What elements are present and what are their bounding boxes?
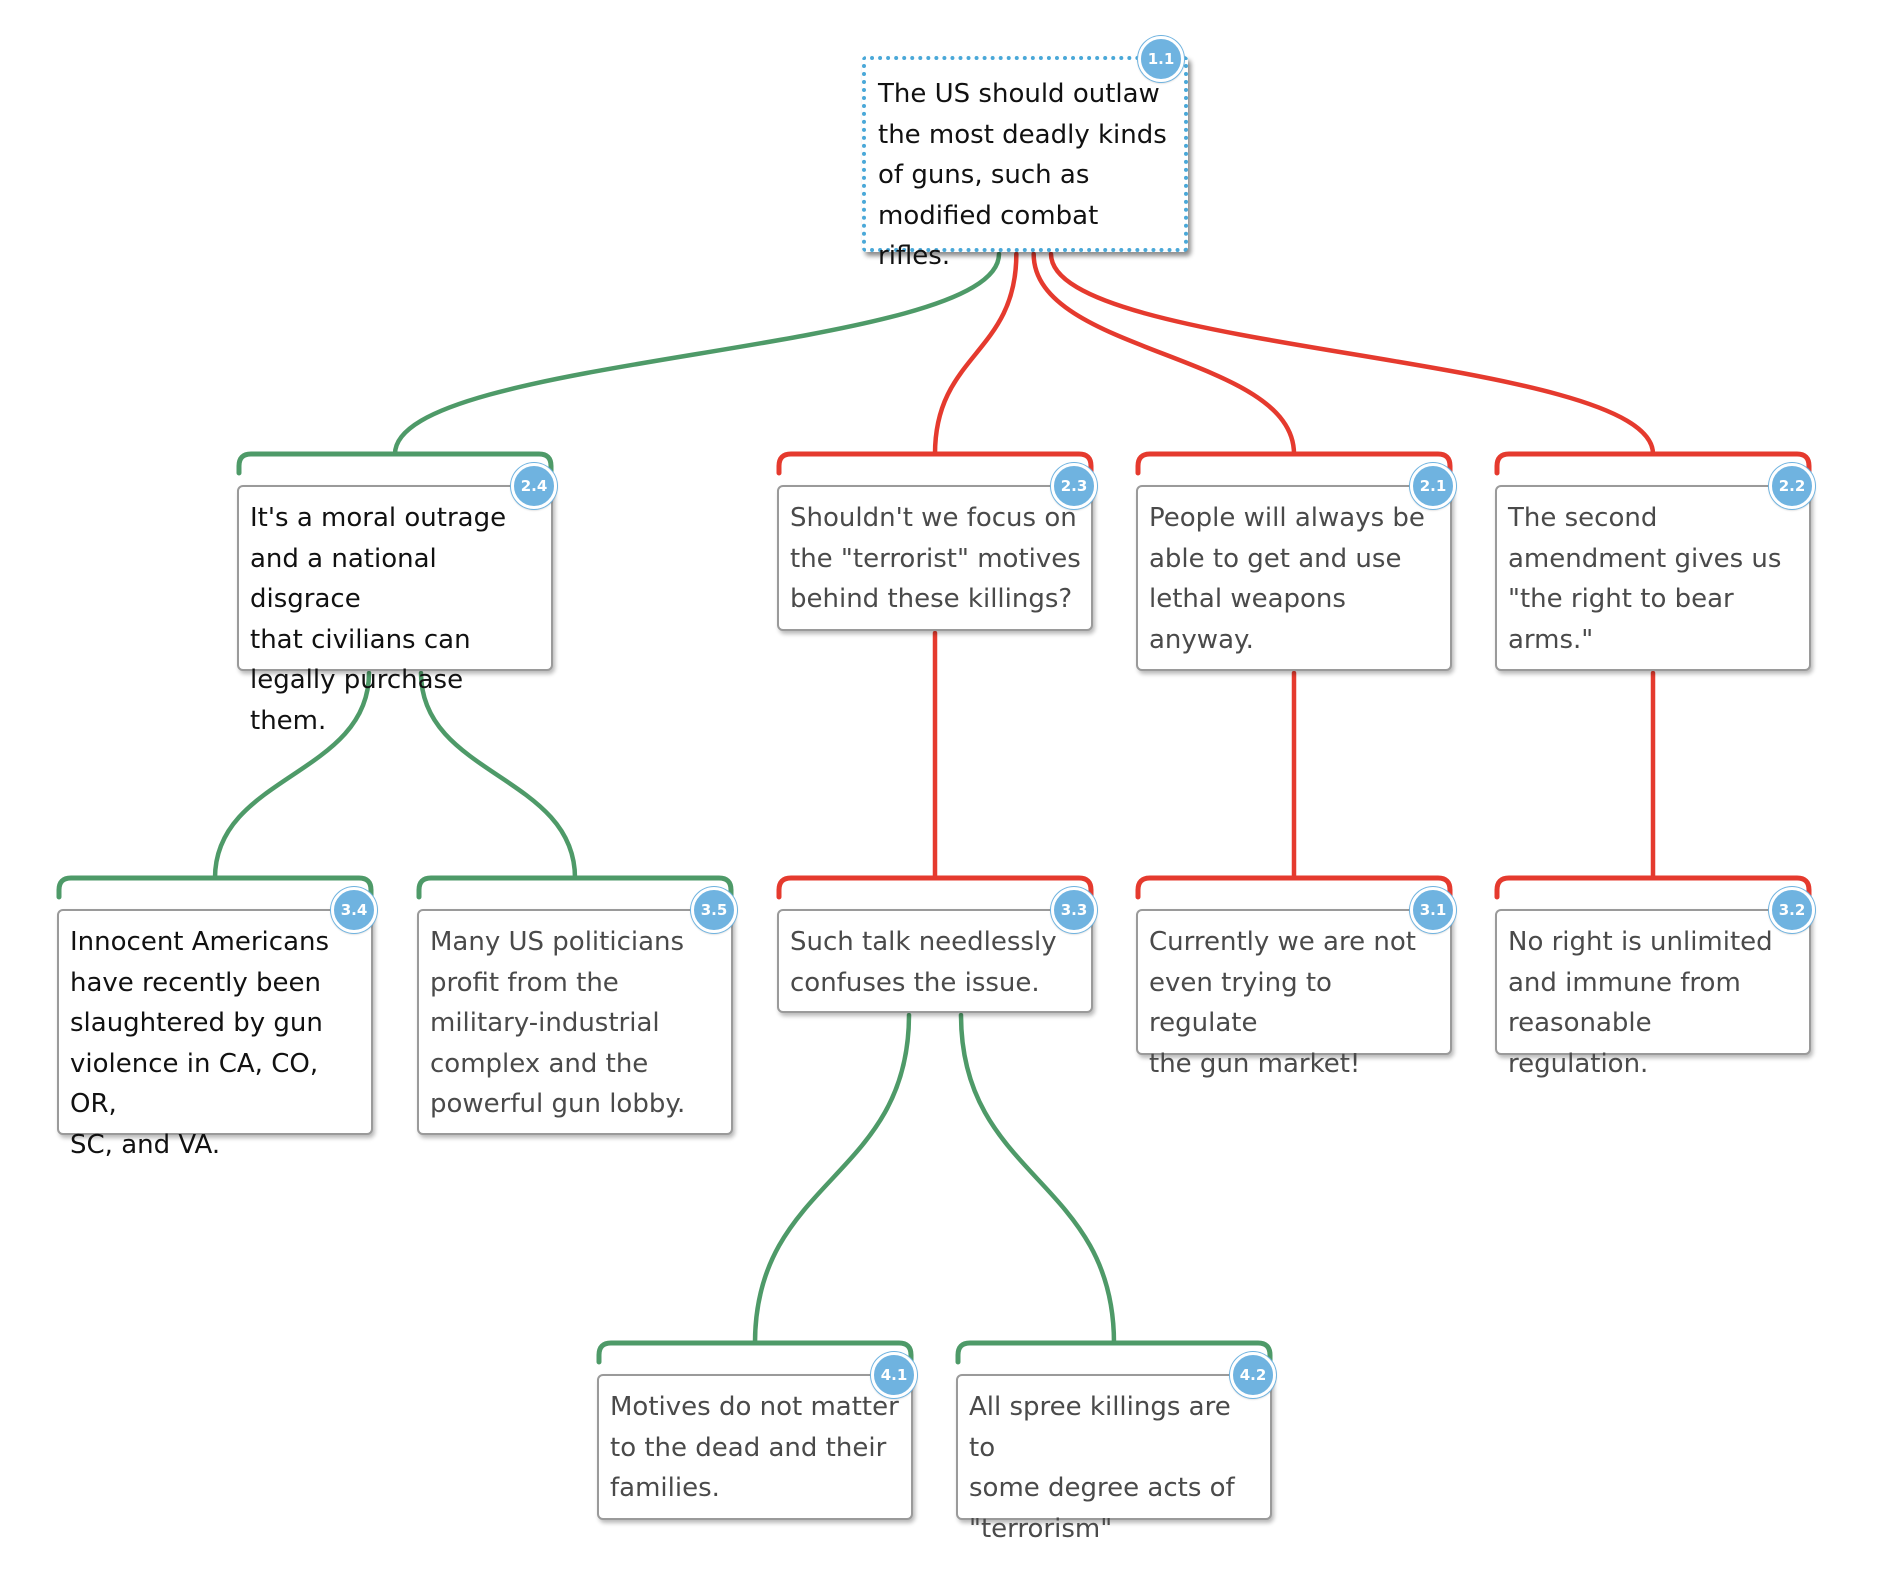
- bracket-oppose: [1494, 451, 1812, 476]
- claim-node-4-1[interactable]: Motives do not matter to the dead and th…: [597, 1352, 917, 1520]
- bracket-support: [56, 875, 374, 900]
- node-number-badge[interactable]: 3.3: [1051, 887, 1097, 933]
- node-number-badge[interactable]: 2.3: [1051, 463, 1097, 509]
- claim-text: Such talk needlessly confuses the issue.: [790, 927, 1057, 998]
- claim-node-3-3[interactable]: Such talk needlessly confuses the issue.…: [777, 887, 1097, 1013]
- node-number-badge[interactable]: 4.2: [1230, 1352, 1276, 1398]
- claim-text: All spree killings are to some degree ac…: [969, 1392, 1235, 1544]
- claim-text: No right is unlimited and immune from re…: [1508, 927, 1773, 1079]
- connector-oppose: [1031, 251, 1297, 457]
- bracket-oppose: [1135, 875, 1453, 900]
- bracket-oppose: [776, 875, 1094, 900]
- claim-text: Innocent Americans have recently been sl…: [70, 927, 330, 1160]
- node-number-badge[interactable]: 3.4: [331, 887, 377, 933]
- connector-oppose: [1048, 251, 1656, 457]
- node-number-badge[interactable]: 3.5: [691, 887, 737, 933]
- bracket-oppose: [1494, 875, 1812, 900]
- claim-text: The US should outlaw the most deadly kin…: [878, 79, 1167, 271]
- claim-node-2-2[interactable]: The second amendment gives us "the right…: [1495, 463, 1815, 671]
- bracket-oppose: [1135, 451, 1453, 476]
- bracket-support: [596, 1340, 914, 1365]
- node-number-badge[interactable]: 2.4: [511, 463, 557, 509]
- claim-node-3-1[interactable]: Currently we are not even trying to regu…: [1136, 887, 1456, 1079]
- claim-node-4-2[interactable]: All spree killings are to some degree ac…: [956, 1352, 1276, 1544]
- claim-node-3-2[interactable]: No right is unlimited and immune from re…: [1495, 887, 1815, 1079]
- claim-node-2-4[interactable]: It's a moral outrage and a national disg…: [237, 463, 557, 736]
- connector-support: [958, 1012, 1117, 1346]
- claim-text: It's a moral outrage and a national disg…: [250, 503, 507, 736]
- bracket-support: [236, 451, 554, 476]
- node-number-badge[interactable]: 2.2: [1769, 463, 1815, 509]
- node-number-badge[interactable]: 3.2: [1769, 887, 1815, 933]
- claim-text: The second amendment gives us "the right…: [1508, 503, 1782, 655]
- node-number-badge[interactable]: 2.1: [1410, 463, 1456, 509]
- node-number-badge[interactable]: 3.1: [1410, 887, 1456, 933]
- bracket-support: [416, 875, 734, 900]
- claim-node-3-4[interactable]: Innocent Americans have recently been sl…: [57, 887, 377, 1160]
- bracket-support: [955, 1340, 1273, 1365]
- connector-support: [752, 1012, 912, 1346]
- claim-text: Currently we are not even trying to regu…: [1149, 927, 1416, 1079]
- connector-oppose: [932, 251, 1019, 457]
- claim-text: Motives do not matter to the dead and th…: [610, 1392, 899, 1503]
- connector-support: [418, 670, 578, 881]
- connector-support: [392, 251, 1002, 457]
- bracket-oppose: [776, 451, 1094, 476]
- claim-node-2-3[interactable]: Shouldn't we focus on the "terrorist" mo…: [777, 463, 1097, 631]
- claim-node-2-1[interactable]: People will always be able to get and us…: [1136, 463, 1456, 671]
- connector-support: [212, 670, 372, 881]
- claim-node-1-1[interactable]: The US should outlaw the most deadly kin…: [862, 36, 1188, 271]
- node-number-badge[interactable]: 4.1: [871, 1352, 917, 1398]
- claim-text: Many US politicians profit from the mili…: [430, 927, 686, 1119]
- claim-text: Shouldn't we focus on the "terrorist" mo…: [790, 503, 1081, 614]
- claim-text: People will always be able to get and us…: [1149, 503, 1425, 655]
- claim-node-3-5[interactable]: Many US politicians profit from the mili…: [417, 887, 737, 1135]
- node-number-badge[interactable]: 1.1: [1138, 36, 1184, 82]
